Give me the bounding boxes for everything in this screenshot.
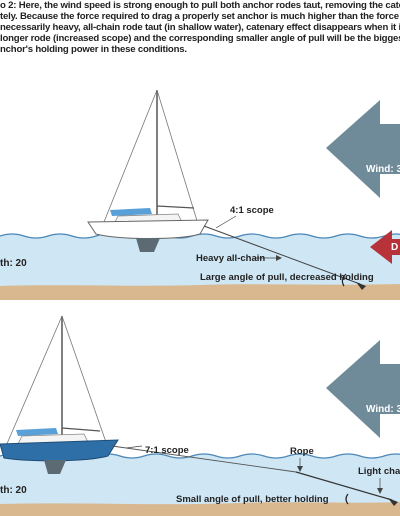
top-rode-label: Heavy all-chain [196,253,265,264]
top-seabed [0,284,400,300]
caption-line: longer rode (increased scope) and the co… [0,33,400,44]
bottom-rope-label: Rope [290,446,314,457]
top-keel [136,238,160,252]
top-angle-label: Large angle of pull, decreased holding [200,272,374,283]
top-hull [87,219,209,239]
top-rode-leader-head [276,255,282,261]
bottom-boom [61,427,101,432]
bottom-anchor [388,498,398,506]
top-drag-arrow [370,230,400,264]
top-wind-arrow [326,100,400,198]
bottom-chain-label: Light chai [358,466,400,477]
caption: o 2: Here, the wind speed is strong enou… [0,0,400,55]
top-bimini [110,208,152,216]
bottom-seabed [0,502,400,516]
top-sailboat [87,89,209,252]
top-scene: Wind: 3 D 4:1 scope Heavy all-chain Larg… [0,89,400,300]
top-backstay [156,89,199,225]
top-boom [156,205,195,209]
top-forestay [103,89,158,223]
bottom-scene: Wind: 3 7:1 scope Rope Light chai Small … [0,315,400,516]
top-wind-label: Wind: 3 [366,164,400,175]
bottom-depth-label: th: 20 [0,485,27,496]
bottom-backstay [61,315,109,449]
top-depth-label: th: 20 [0,258,27,269]
bottom-angle-arc [345,493,349,505]
top-scope-label: 4:1 scope [230,205,274,216]
bottom-chain-leader-head [377,488,383,494]
bottom-angle-label: Small angle of pull, better holding [176,494,329,505]
top-chain-rode [203,225,361,285]
bottom-keel [44,460,66,474]
bottom-wind-arrow [326,340,400,438]
bottom-scope-leader [125,445,143,449]
bottom-bimini [16,428,58,436]
bottom-hull [0,439,119,462]
caption-line: o 2: Here, the wind speed is strong enou… [0,0,400,11]
caption-line: necessarily heavy, all-chain rode taut (… [0,22,400,33]
bottom-wind-label: Wind: 3 [366,404,400,415]
bottom-chain-rode [295,471,393,501]
top-water [0,234,400,292]
bottom-rope-leader-head [297,466,303,472]
bottom-rope-rode [111,445,297,473]
caption-line: nchor's holding power in these condition… [0,44,187,55]
bottom-forestay [5,315,63,447]
top-scope-leader [215,215,237,229]
top-water-surface [0,233,400,239]
top-anchor [356,282,366,290]
bottom-scope-label: 7:1 scope [145,445,189,456]
caption-line: tely. Because the force required to drag… [0,11,400,22]
top-angle-arc [341,273,347,287]
top-drag-label: D [391,242,398,253]
bottom-sailboat [0,315,119,474]
